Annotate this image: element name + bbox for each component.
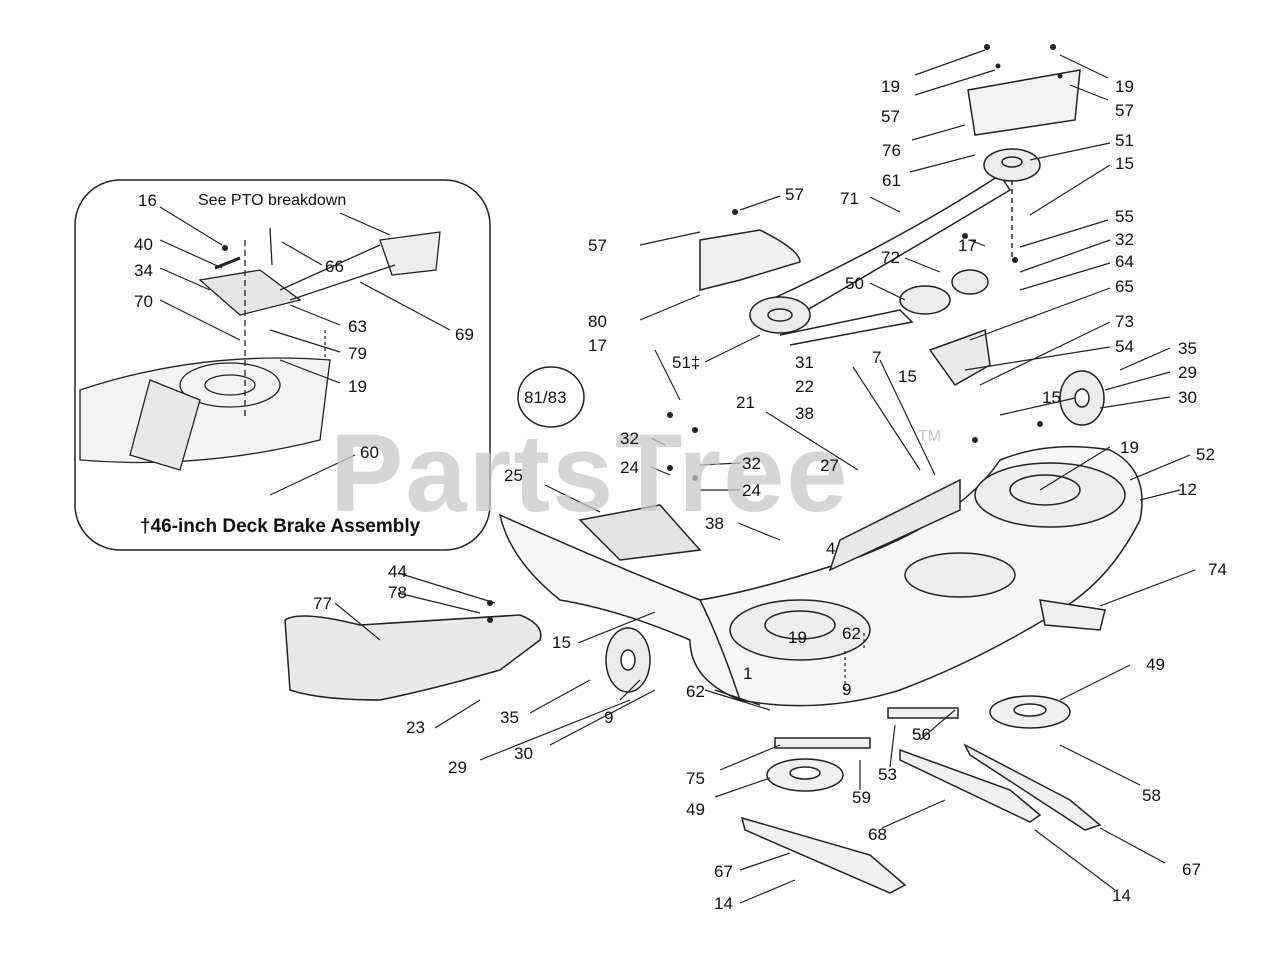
part-label: 24 bbox=[620, 458, 639, 477]
part-label: 19 bbox=[1115, 77, 1134, 96]
part-label: 64 bbox=[1115, 252, 1134, 271]
part-label: 9 bbox=[842, 680, 852, 699]
part-label: 17 bbox=[958, 236, 977, 255]
part-label: 14 bbox=[714, 894, 733, 913]
part-label: 38 bbox=[795, 404, 814, 423]
inset-label: 79 bbox=[348, 344, 367, 363]
part-label: 62 bbox=[842, 624, 861, 643]
part-label: 58 bbox=[1142, 786, 1161, 805]
part-label: 75 bbox=[686, 769, 705, 788]
part-label: 9 bbox=[604, 708, 614, 727]
part-label: 29 bbox=[448, 758, 467, 777]
part-label: 57 bbox=[881, 107, 900, 126]
inset-label: 40 bbox=[134, 235, 153, 254]
inset-label: 19 bbox=[348, 377, 367, 396]
part-label: 49 bbox=[686, 800, 705, 819]
part-label: 22 bbox=[795, 377, 814, 396]
part-label: 14 bbox=[1112, 886, 1131, 905]
part-label: 80 bbox=[588, 312, 607, 331]
part-label: 30 bbox=[514, 744, 533, 763]
part-label: 71 bbox=[840, 189, 859, 208]
part-label: 51‡ bbox=[672, 353, 701, 372]
part-label: 61 bbox=[882, 171, 901, 190]
part-label: 15 bbox=[552, 633, 571, 652]
watermark: PartsTree bbox=[330, 412, 850, 535]
part-label: 15 bbox=[898, 367, 917, 386]
part-label: 50 bbox=[845, 274, 864, 293]
part-label: 4 bbox=[826, 539, 836, 558]
part-label: 19 bbox=[881, 77, 900, 96]
part-label: 67 bbox=[714, 862, 733, 881]
part-label: 57 bbox=[588, 236, 607, 255]
inset-note: See PTO breakdown bbox=[198, 192, 347, 209]
discharge-chute bbox=[284, 614, 542, 701]
part-label: 53 bbox=[878, 765, 897, 784]
part-label: 78 bbox=[388, 583, 407, 602]
inset-label: 70 bbox=[134, 292, 153, 311]
part-label: 59 bbox=[852, 788, 871, 807]
part-label: 35 bbox=[1178, 339, 1197, 358]
watermark-trademark: TM bbox=[918, 428, 942, 445]
part-label: 49 bbox=[1146, 655, 1165, 674]
belt-pulley-system bbox=[699, 69, 1081, 386]
part-label: 27 bbox=[820, 456, 839, 475]
part-label: 19 bbox=[788, 628, 807, 647]
callout-circle-outline bbox=[517, 366, 585, 428]
part-label: 44 bbox=[388, 562, 407, 581]
part-label: 74 bbox=[1208, 560, 1227, 579]
part-label: 77 bbox=[313, 594, 332, 613]
part-label: 72 bbox=[881, 248, 900, 267]
part-label: 67 bbox=[1182, 860, 1201, 879]
part-label: 32 bbox=[1115, 230, 1134, 249]
fastener-dots bbox=[222, 44, 1063, 623]
blades-spindles bbox=[740, 599, 1106, 894]
inset-label: 34 bbox=[134, 261, 153, 280]
part-label: 32 bbox=[742, 454, 761, 473]
part-label: 54 bbox=[1115, 337, 1134, 356]
part-label: 32 bbox=[620, 429, 639, 448]
part-label: 30 bbox=[1178, 388, 1197, 407]
inset-label: 69 bbox=[455, 325, 474, 344]
inset-title: †46-inch Deck Brake Assembly bbox=[140, 516, 421, 537]
inset-label: 63 bbox=[348, 317, 367, 336]
part-label: 56 bbox=[912, 725, 931, 744]
part-label: 25 bbox=[504, 466, 523, 485]
part-label: 57 bbox=[785, 185, 804, 204]
part-label: 24 bbox=[742, 481, 761, 500]
part-label: 19 bbox=[1120, 438, 1139, 457]
part-label: 23 bbox=[406, 718, 425, 737]
part-label: 68 bbox=[868, 825, 887, 844]
inset-frame bbox=[74, 179, 491, 551]
part-label: 12 bbox=[1178, 480, 1197, 499]
part-label: 35 bbox=[500, 708, 519, 727]
part-label: 29 bbox=[1178, 363, 1197, 382]
inset-label: 66 bbox=[325, 257, 344, 276]
part-label: 55 bbox=[1115, 207, 1134, 226]
part-label: 1 bbox=[743, 664, 753, 683]
callout-circle-label: 81/83 bbox=[524, 388, 567, 407]
leader-lines bbox=[159, 49, 1196, 904]
part-label: 62 bbox=[686, 682, 705, 701]
part-label: 57 bbox=[1115, 101, 1134, 120]
part-label: 51 bbox=[1115, 131, 1134, 150]
part-label: 17 bbox=[588, 336, 607, 355]
part-label: 73 bbox=[1115, 312, 1134, 331]
part-label: 7 bbox=[872, 348, 882, 367]
part-label: 76 bbox=[882, 141, 901, 160]
deck-housing bbox=[498, 445, 1143, 707]
part-label: 52 bbox=[1196, 445, 1215, 464]
inset-label: 16 bbox=[138, 191, 157, 210]
part-label: 15 bbox=[1042, 388, 1061, 407]
part-label: 31 bbox=[795, 353, 814, 372]
part-label: 21 bbox=[736, 393, 755, 412]
part-label: 15 bbox=[1115, 154, 1134, 173]
part-label: 65 bbox=[1115, 277, 1134, 296]
gauge-wheels bbox=[605, 370, 1105, 693]
inset-brake-sketch bbox=[79, 227, 441, 471]
part-label: 38 bbox=[705, 514, 724, 533]
inset-label: 60 bbox=[360, 443, 379, 462]
